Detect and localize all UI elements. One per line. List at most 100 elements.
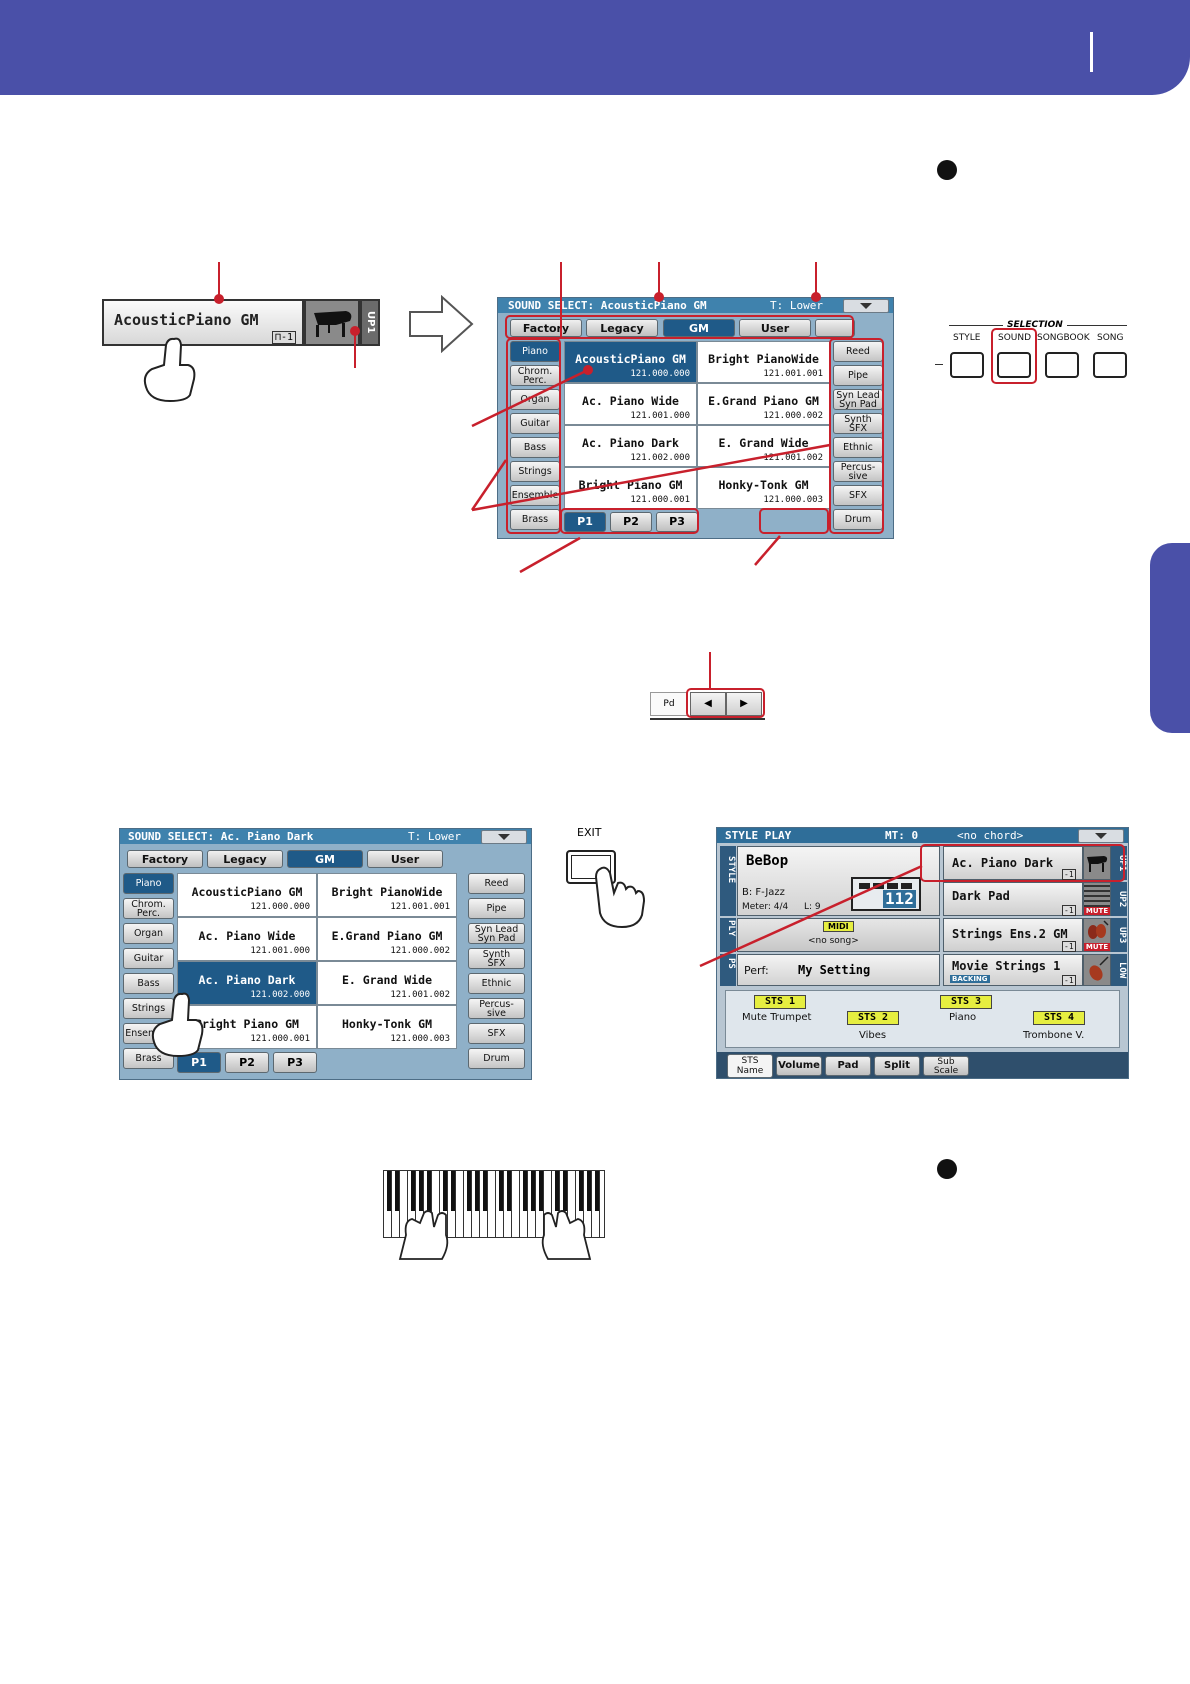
- next-arrow-button[interactable]: ▶: [726, 692, 762, 716]
- tab-factory[interactable]: Factory: [510, 319, 582, 337]
- callout-dot: [350, 326, 360, 336]
- track-slot-up1[interactable]: Ac. Piano Dark -1: [943, 846, 1083, 880]
- performance-area[interactable]: Perf: My Setting: [737, 954, 940, 986]
- callout-line: [218, 262, 220, 299]
- sts-1-sound: Mute Trumpet: [742, 1012, 812, 1023]
- songbook-label: SONGBOOK: [1037, 333, 1090, 343]
- player-band: PLY: [720, 918, 736, 952]
- category-chrom-perc[interactable]: Chrom.Perc.: [123, 898, 174, 919]
- tab-pad[interactable]: Pad: [825, 1056, 871, 1076]
- sts-4-button[interactable]: STS 4: [1033, 1011, 1085, 1025]
- category-ethnic[interactable]: Ethnic: [468, 973, 525, 994]
- page-tab-p3[interactable]: P3: [656, 512, 698, 532]
- category-brass[interactable]: Brass: [123, 1048, 174, 1069]
- sts-1-button[interactable]: STS 1: [754, 995, 806, 1009]
- category-guitar[interactable]: Guitar: [123, 948, 174, 969]
- category-drum[interactable]: Drum: [468, 1048, 525, 1069]
- callout-line: [709, 652, 711, 690]
- tab-empty[interactable]: [815, 319, 855, 337]
- track-name: Strings Ens.2 GM: [952, 927, 1068, 941]
- sts-4-sound: Trombone V.: [1023, 1030, 1085, 1041]
- callout-line: [815, 262, 817, 298]
- category-piano[interactable]: Piano: [123, 873, 174, 894]
- track-slot-up3[interactable]: Strings Ens.2 GM -1: [943, 918, 1083, 952]
- menu-arrow-button[interactable]: [481, 830, 527, 844]
- style-button[interactable]: [950, 352, 984, 378]
- sts-area: STS 1 Mute Trumpet STS 2 Vibes STS 3 Pia…: [725, 990, 1120, 1048]
- page-tab-p1[interactable]: P1: [177, 1052, 221, 1073]
- tab-factory[interactable]: Factory: [127, 850, 203, 868]
- screen-title: SOUND SELECT: Ac. Piano Dark: [128, 830, 314, 843]
- sound-button[interactable]: [997, 352, 1031, 378]
- tab-legacy[interactable]: Legacy: [586, 319, 658, 337]
- page-tab-p2[interactable]: P2: [610, 512, 652, 532]
- category-pipe[interactable]: Pipe: [468, 898, 525, 919]
- songbook-button[interactable]: [1045, 352, 1079, 378]
- style-name: BeBop: [746, 853, 789, 869]
- tab-gm[interactable]: GM: [287, 850, 363, 868]
- category-reed[interactable]: Reed: [468, 873, 525, 894]
- tab-split[interactable]: Split: [874, 1056, 920, 1076]
- black-keys: [387, 1171, 603, 1211]
- tab-user[interactable]: User: [739, 319, 811, 337]
- category-sfx[interactable]: SFX: [833, 485, 883, 506]
- category-strings[interactable]: Strings: [510, 461, 560, 482]
- beat-indicator: [859, 883, 913, 889]
- page-tab-p1[interactable]: P1: [564, 512, 606, 532]
- tab-volume[interactable]: Volume: [776, 1056, 822, 1076]
- sts-2-button[interactable]: STS 2: [847, 1011, 899, 1025]
- finger-touch-icon: [151, 992, 204, 1058]
- callout-line: [699, 864, 923, 968]
- category-bass[interactable]: Bass: [123, 973, 174, 994]
- highlight-left-categories: [506, 338, 561, 534]
- category-percussive[interactable]: Percus-sive: [468, 998, 525, 1019]
- callout-line: [658, 262, 660, 298]
- category-sfx[interactable]: SFX: [468, 1023, 525, 1044]
- sts-2-sound: Vibes: [859, 1030, 887, 1041]
- song-button[interactable]: [1093, 352, 1127, 378]
- grand-piano-icon: [304, 299, 360, 346]
- category-chrom-perc[interactable]: Chrom.Perc.: [510, 365, 560, 386]
- style-bank: B: F-Jazz: [742, 887, 785, 898]
- highlight-sound-button: [991, 328, 1037, 384]
- tab-legacy[interactable]: Legacy: [207, 850, 283, 868]
- category-guitar[interactable]: Guitar: [510, 413, 560, 434]
- sts-3-button[interactable]: STS 3: [940, 995, 992, 1009]
- tab-gm[interactable]: GM: [663, 319, 735, 337]
- page-tab-p2[interactable]: P2: [225, 1052, 269, 1073]
- track-slot-up2[interactable]: Dark Pad -1: [943, 882, 1083, 916]
- track-slot-low[interactable]: Movie Strings 1 BACKING -1: [943, 954, 1083, 986]
- menu-arrow-button[interactable]: [1078, 829, 1124, 843]
- page-tab-p3[interactable]: P3: [273, 1052, 317, 1073]
- style-play-screen: STYLE PLAY MT: 0 <no chord> STYLE PLY PS…: [716, 827, 1129, 1079]
- track-button-acoustic-piano[interactable]: AcousticPiano GM ⊓-1 UP1: [102, 299, 380, 346]
- category-organ[interactable]: Organ: [123, 923, 174, 944]
- page-header: [0, 0, 1190, 95]
- prev-arrow-button[interactable]: ◀: [690, 692, 726, 716]
- category-bass[interactable]: Bass: [510, 437, 560, 458]
- page-nav-label: Pd: [650, 692, 688, 716]
- perf-label: Perf:: [744, 964, 769, 977]
- tab-user[interactable]: User: [367, 850, 443, 868]
- menu-arrow-button[interactable]: [843, 299, 889, 313]
- page-nav: Pd ◀ ▶: [650, 688, 765, 720]
- perf-band: PS: [720, 954, 736, 986]
